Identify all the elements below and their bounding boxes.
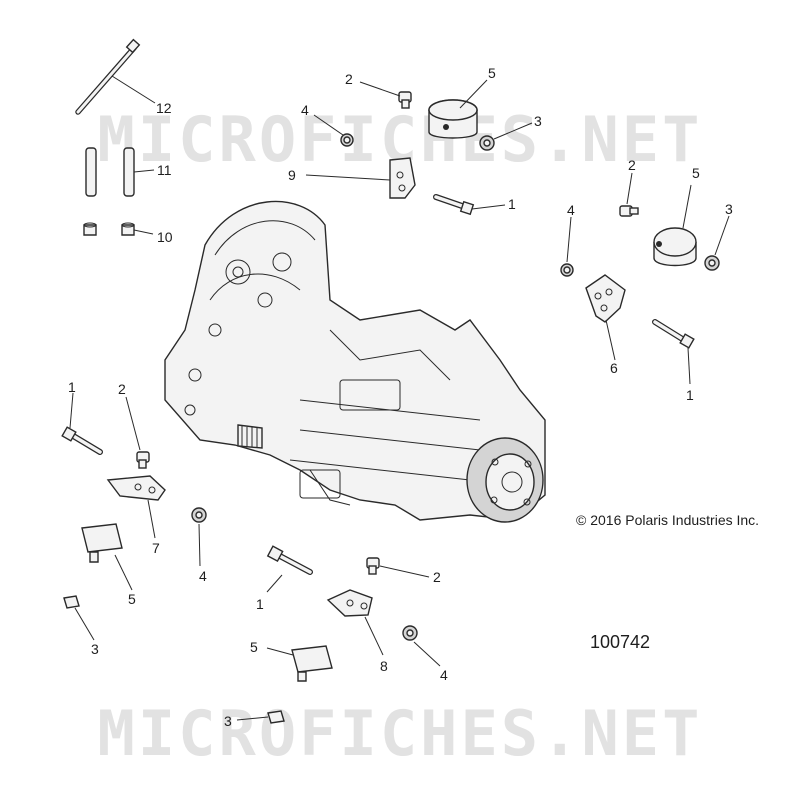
callout-5-bottom: 5 bbox=[250, 639, 258, 655]
callout-2-top: 2 bbox=[345, 71, 353, 87]
long-through-bolt bbox=[75, 38, 141, 115]
bolt-lower-center bbox=[266, 545, 313, 575]
callout-5-top: 5 bbox=[488, 65, 496, 81]
rubber-mount-top-center bbox=[428, 99, 478, 139]
callout-4-top: 4 bbox=[301, 102, 309, 118]
callout-3-left: 3 bbox=[91, 641, 99, 657]
callout-2-left: 2 bbox=[118, 381, 126, 397]
mount-bracket-9 bbox=[389, 157, 416, 199]
watermark-bottom: MICROFICHES.NET bbox=[97, 697, 703, 770]
bolt-right-long bbox=[652, 319, 695, 349]
diagram-number: 100742 bbox=[590, 632, 651, 652]
rubber-mount-lower-center bbox=[291, 645, 333, 682]
callout-4-left: 4 bbox=[199, 568, 207, 584]
nut-lower-left-small bbox=[63, 595, 80, 609]
callout-12: 12 bbox=[156, 100, 172, 116]
callout-5-right: 5 bbox=[692, 165, 700, 181]
bolt-lower-left bbox=[61, 426, 103, 455]
mount-bracket-8 bbox=[326, 589, 373, 617]
nut-lower-center bbox=[402, 625, 418, 641]
nut-right-small bbox=[560, 263, 574, 277]
rubber-mount-right bbox=[653, 227, 697, 267]
callout-7: 7 bbox=[152, 540, 160, 556]
bolt-mid-top bbox=[433, 194, 475, 216]
bushings bbox=[83, 222, 135, 236]
dowel-pins bbox=[85, 147, 135, 197]
rubber-mount-lower-left bbox=[81, 523, 123, 563]
callout-4-right: 4 bbox=[567, 202, 575, 218]
callout-2-bottom: 2 bbox=[433, 569, 441, 585]
callout-3-bottom: 3 bbox=[224, 713, 232, 729]
callout-4-bottom: 4 bbox=[440, 667, 448, 683]
copyright-notice: © 2016 Polaris Industries Inc. bbox=[576, 512, 760, 528]
callout-9: 9 bbox=[288, 167, 296, 183]
mount-bracket-7 bbox=[106, 475, 166, 501]
transmission-assembly bbox=[164, 200, 546, 523]
nut-top-center-right bbox=[479, 135, 495, 151]
bolt-top-center bbox=[398, 91, 412, 109]
callout-8: 8 bbox=[380, 658, 388, 674]
callout-1-top: 1 bbox=[508, 196, 516, 212]
callout-1-bottom: 1 bbox=[256, 596, 264, 612]
callout-3-right: 3 bbox=[725, 201, 733, 217]
bolt-lower-left-short bbox=[136, 451, 150, 469]
nut-bottom bbox=[267, 710, 285, 724]
nut-top-center bbox=[340, 133, 354, 147]
callout-11: 11 bbox=[157, 162, 172, 178]
callout-1-left: 1 bbox=[68, 379, 76, 395]
leader-lines bbox=[69, 75, 730, 721]
bolt-lower-center-short bbox=[366, 557, 380, 575]
callout-10: 10 bbox=[157, 229, 173, 245]
bolt-right-short bbox=[619, 205, 639, 217]
nut-right bbox=[704, 255, 720, 271]
callout-6: 6 bbox=[610, 360, 618, 376]
callout-5-left: 5 bbox=[128, 591, 136, 607]
callout-1-right: 1 bbox=[686, 387, 694, 403]
mount-bracket-6 bbox=[585, 274, 626, 323]
callout-labels: 12 11 10 2 4 5 3 9 1 2 5 3 4 6 1 1 2 7 4… bbox=[68, 65, 733, 729]
callout-3-top: 3 bbox=[534, 113, 542, 129]
nut-lower-left bbox=[191, 507, 207, 523]
callout-2-right: 2 bbox=[628, 157, 636, 173]
